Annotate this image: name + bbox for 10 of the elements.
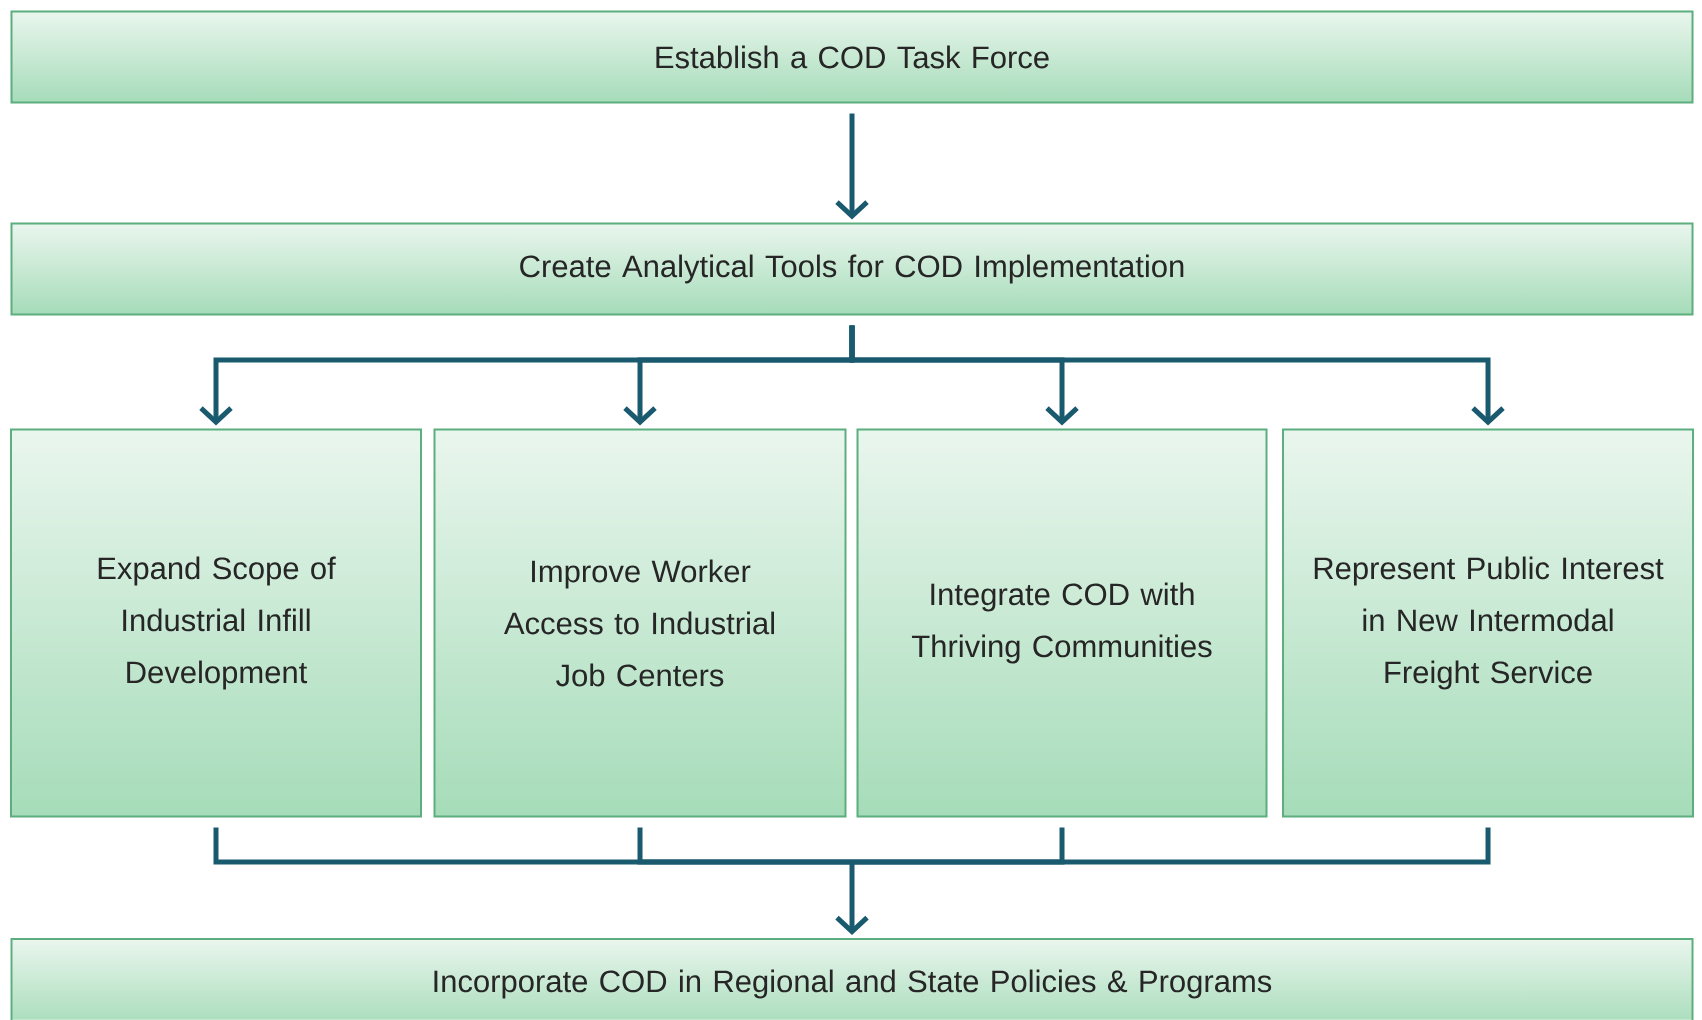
process-box: Expand Scope of Industrial Infill Development: [10, 428, 422, 818]
process-box: Improve Worker Access to Industrial Job Centers: [433, 428, 847, 818]
arrow: [835, 862, 869, 935]
arrow: [849, 325, 1505, 426]
arrow: [835, 113, 869, 220]
process-box: Establish a COD Task Force: [10, 10, 1694, 104]
process-box: Integrate COD with Thriving Communities: [856, 428, 1268, 818]
process-box: Create Analytical Tools for COD Implementation: [10, 222, 1694, 316]
process-box: Represent Public Interest in New Intermodal Freight Service: [1282, 428, 1694, 818]
process-box: Incorporate COD in Regional and State Policies & Programs: [10, 938, 1694, 1020]
